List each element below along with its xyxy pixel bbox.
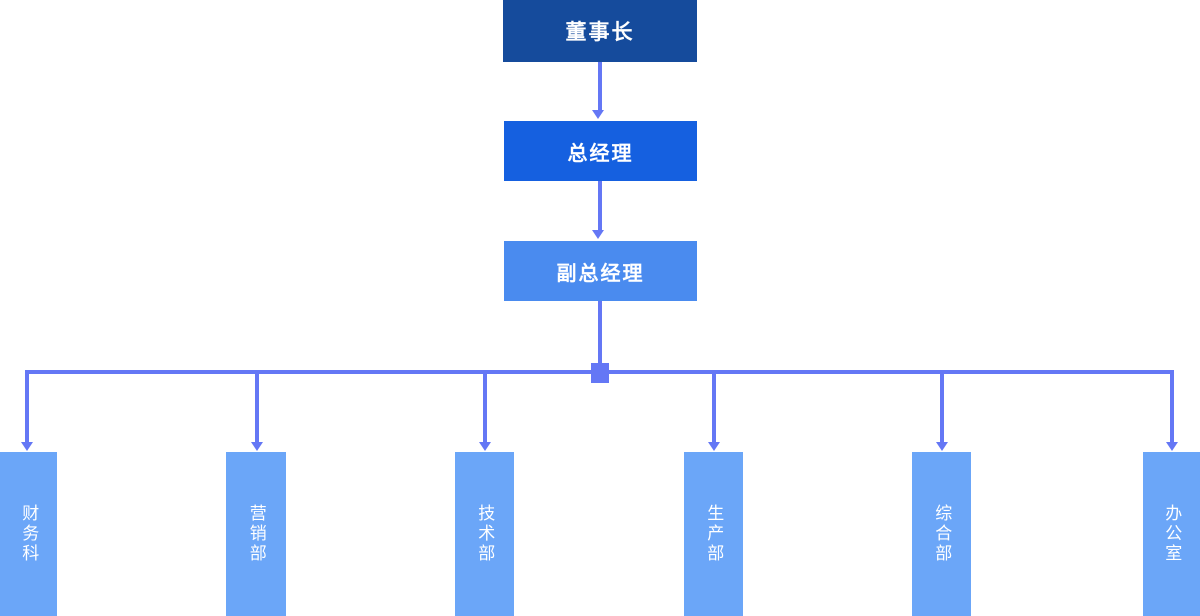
node-chairman-label: 董事长 bbox=[565, 21, 635, 44]
connector-drop-production-arrow-icon bbox=[708, 442, 720, 451]
connector-drop-marketing-line bbox=[255, 370, 259, 444]
connector-drop-general-affairs-arrow-icon bbox=[936, 442, 948, 451]
node-chairman[interactable]: 董事长 bbox=[503, 0, 697, 62]
connector-drop-finance-arrow-icon bbox=[21, 442, 33, 451]
node-department-finance-label: 财务科 bbox=[19, 504, 39, 564]
node-department-production-label: 生产部 bbox=[704, 504, 724, 564]
connector-chairman-to-gm-arrow-icon bbox=[592, 110, 604, 119]
node-department-technology[interactable]: 技术部 bbox=[455, 452, 514, 616]
node-department-technology-label: 技术部 bbox=[475, 504, 495, 564]
connector-distribution-bus bbox=[25, 370, 1174, 374]
connector-drop-technology-arrow-icon bbox=[479, 442, 491, 451]
node-department-marketing-label: 营销部 bbox=[246, 504, 266, 564]
node-department-general-affairs[interactable]: 综合部 bbox=[912, 452, 971, 616]
node-general-manager[interactable]: 总经理 bbox=[504, 121, 697, 181]
connector-dgm-to-bus-line bbox=[598, 301, 602, 363]
node-department-marketing[interactable]: 营销部 bbox=[226, 452, 286, 616]
connector-drop-finance-line bbox=[25, 370, 29, 444]
connector-drop-general-affairs-line bbox=[940, 370, 944, 444]
connector-drop-production-line bbox=[712, 370, 716, 444]
connector-drop-office-arrow-icon bbox=[1166, 442, 1178, 451]
connector-chairman-to-gm-line bbox=[598, 62, 602, 112]
node-department-production[interactable]: 生产部 bbox=[684, 452, 743, 616]
node-deputy-general-manager[interactable]: 副总经理 bbox=[504, 241, 697, 301]
node-department-office[interactable]: 办公室 bbox=[1143, 452, 1200, 616]
node-department-finance[interactable]: 财务科 bbox=[0, 452, 57, 616]
connector-drop-marketing-arrow-icon bbox=[251, 442, 263, 451]
node-general-manager-label: 总经理 bbox=[567, 142, 634, 165]
connector-gm-to-dgm-line bbox=[598, 181, 602, 232]
connector-drop-office-line bbox=[1170, 370, 1174, 444]
node-department-office-label: 办公室 bbox=[1162, 504, 1182, 564]
node-deputy-general-manager-label: 副总经理 bbox=[556, 262, 645, 285]
connector-gm-to-dgm-arrow-icon bbox=[592, 230, 604, 239]
connector-drop-technology-line bbox=[483, 370, 487, 444]
node-department-general-affairs-label: 综合部 bbox=[932, 504, 952, 564]
